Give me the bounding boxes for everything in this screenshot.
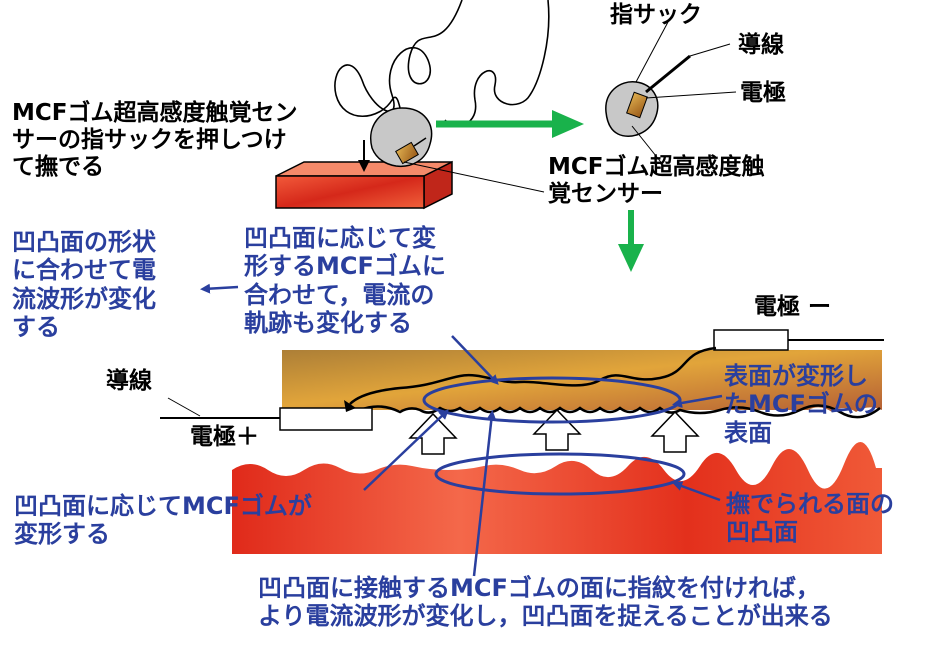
green-arrow-right xyxy=(436,110,584,138)
pointer-stroked-surface xyxy=(672,481,721,502)
pointer-deformed-surface xyxy=(672,394,723,408)
mcf-rubber-block xyxy=(282,350,882,412)
lead-wire-label-left: 導線 xyxy=(106,368,152,394)
electrode-label-top: 電極 xyxy=(740,80,786,106)
down-arrow-head xyxy=(358,160,370,172)
up-arrow-icon xyxy=(532,408,582,451)
lead-wire-detail xyxy=(645,54,691,94)
electrode-minus-plate xyxy=(713,329,789,351)
waveform-changes-label: 凹凸面の形状 に合わせて電 流波形が変化 する xyxy=(12,228,156,341)
rubber-deforms-label: 凹凸面に応じてMCFゴムが 変形する xyxy=(14,492,312,549)
up-arrow-icon xyxy=(650,410,700,453)
deformed-underside-line xyxy=(281,404,881,419)
pointer-waveform xyxy=(200,283,239,294)
pointer-current-path xyxy=(451,335,499,385)
up-arrow-icon xyxy=(408,412,458,455)
contact-ellipse-lower xyxy=(434,452,686,496)
current-path-label: 凹凸面に応じて変 形するMCFゴムに 合わせて，電流の 軌跡も変化する xyxy=(244,224,446,337)
lead-wire-scribble-right xyxy=(444,0,550,127)
pointer-fingerprint xyxy=(472,410,497,577)
stroked-surface-block xyxy=(232,441,882,554)
electrode-plus-label: 電極＋ xyxy=(190,424,259,450)
electrode-plus-plate xyxy=(279,407,373,431)
pointer-rubber-deforms xyxy=(363,409,449,491)
lead-wire-scribble-left xyxy=(334,0,463,126)
sensor-pad-icon xyxy=(395,141,419,165)
deformed-surface-label: 表面が変形し たMCFゴムの 表面 xyxy=(724,362,878,447)
sensor-name-label: MCFゴム超高感度触 覚センサー xyxy=(548,154,765,208)
press-instruction-label: MCFゴム超高感度触覚セン サーの指サックを押しつけ て撫でる xyxy=(12,100,298,181)
electrode-minus-label: 電極 ー xyxy=(754,294,832,320)
current-path-line xyxy=(349,346,717,405)
finger-sack-label: 指サック xyxy=(610,2,702,28)
lead-wire-label-top: 導線 xyxy=(738,32,784,58)
green-arrow-down xyxy=(618,210,644,272)
fingerprint-note-label: 凹凸面に接触するMCFゴムの面に指紋を付ければ， より電流波形が変化し，凹凸面を… xyxy=(258,574,833,631)
stroked-surface-label: 撫でられる面の 凹凸面 xyxy=(726,490,894,547)
finger-sack-icon xyxy=(605,81,659,137)
